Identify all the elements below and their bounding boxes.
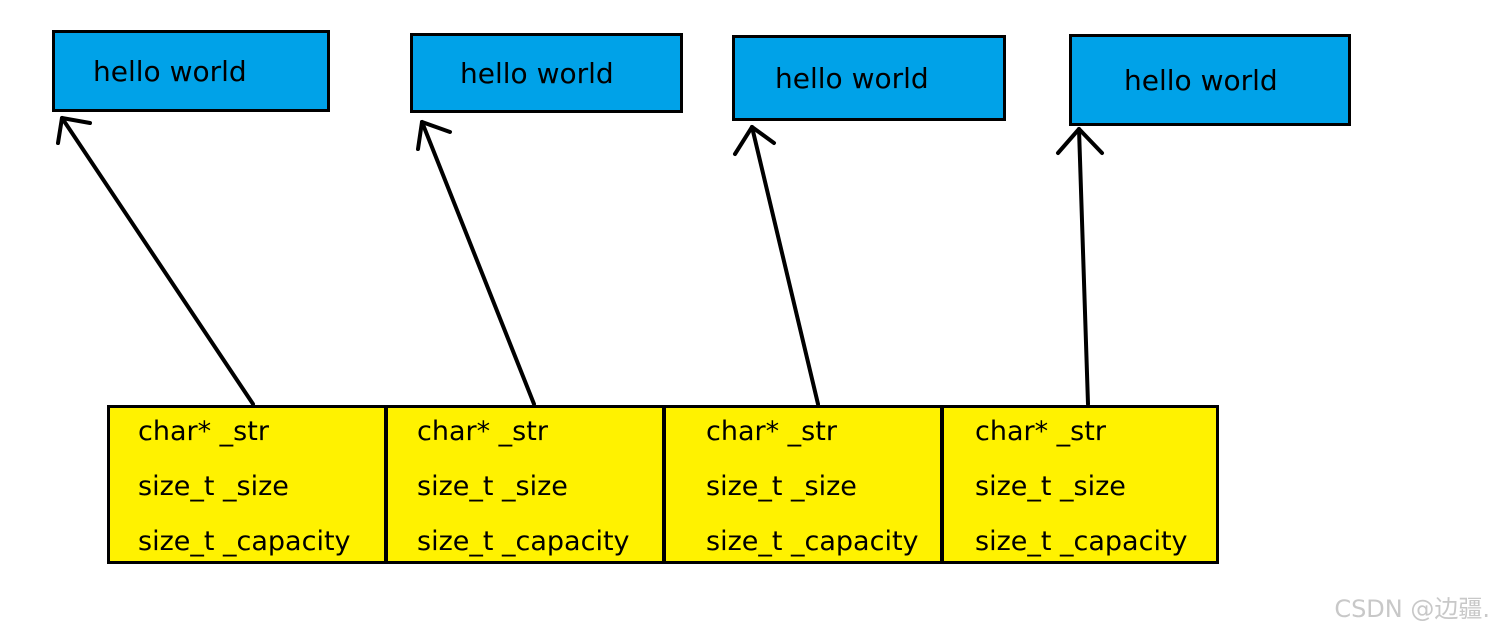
field-size: size_t _size <box>975 471 1126 502</box>
string-object-4: char* _str size_t _size size_t _capacity <box>941 405 1219 564</box>
field-str: char* _str <box>975 416 1106 447</box>
field-str: char* _str <box>417 416 548 447</box>
pointer-arrow-3 <box>733 125 820 406</box>
field-capacity: size_t _capacity <box>417 526 630 557</box>
field-size: size_t _size <box>138 471 289 502</box>
heap-block-1: hello world <box>52 30 330 112</box>
field-size: size_t _size <box>417 471 568 502</box>
watermark: CSDN @边疆. <box>1334 595 1490 623</box>
pointer-arrow-4 <box>1056 127 1104 406</box>
field-capacity: size_t _capacity <box>706 526 919 557</box>
heap-block-2-text: hello world <box>460 56 614 90</box>
field-capacity: size_t _capacity <box>975 526 1188 557</box>
string-object-1: char* _str size_t _size size_t _capacity <box>107 405 387 564</box>
field-str: char* _str <box>138 416 269 447</box>
field-capacity: size_t _capacity <box>138 526 351 557</box>
heap-block-4-text: hello world <box>1124 63 1278 97</box>
pointer-arrow-2 <box>416 120 536 406</box>
pointer-arrow-1 <box>56 116 255 406</box>
heap-block-4: hello world <box>1069 34 1351 126</box>
string-object-3: char* _str size_t _size size_t _capacity <box>663 405 943 564</box>
heap-block-3-text: hello world <box>775 61 929 95</box>
string-object-2: char* _str size_t _size size_t _capacity <box>385 405 665 564</box>
heap-block-2: hello world <box>410 33 683 113</box>
field-str: char* _str <box>706 416 837 447</box>
heap-block-3: hello world <box>732 35 1006 121</box>
field-size: size_t _size <box>706 471 857 502</box>
heap-block-1-text: hello world <box>93 54 247 88</box>
